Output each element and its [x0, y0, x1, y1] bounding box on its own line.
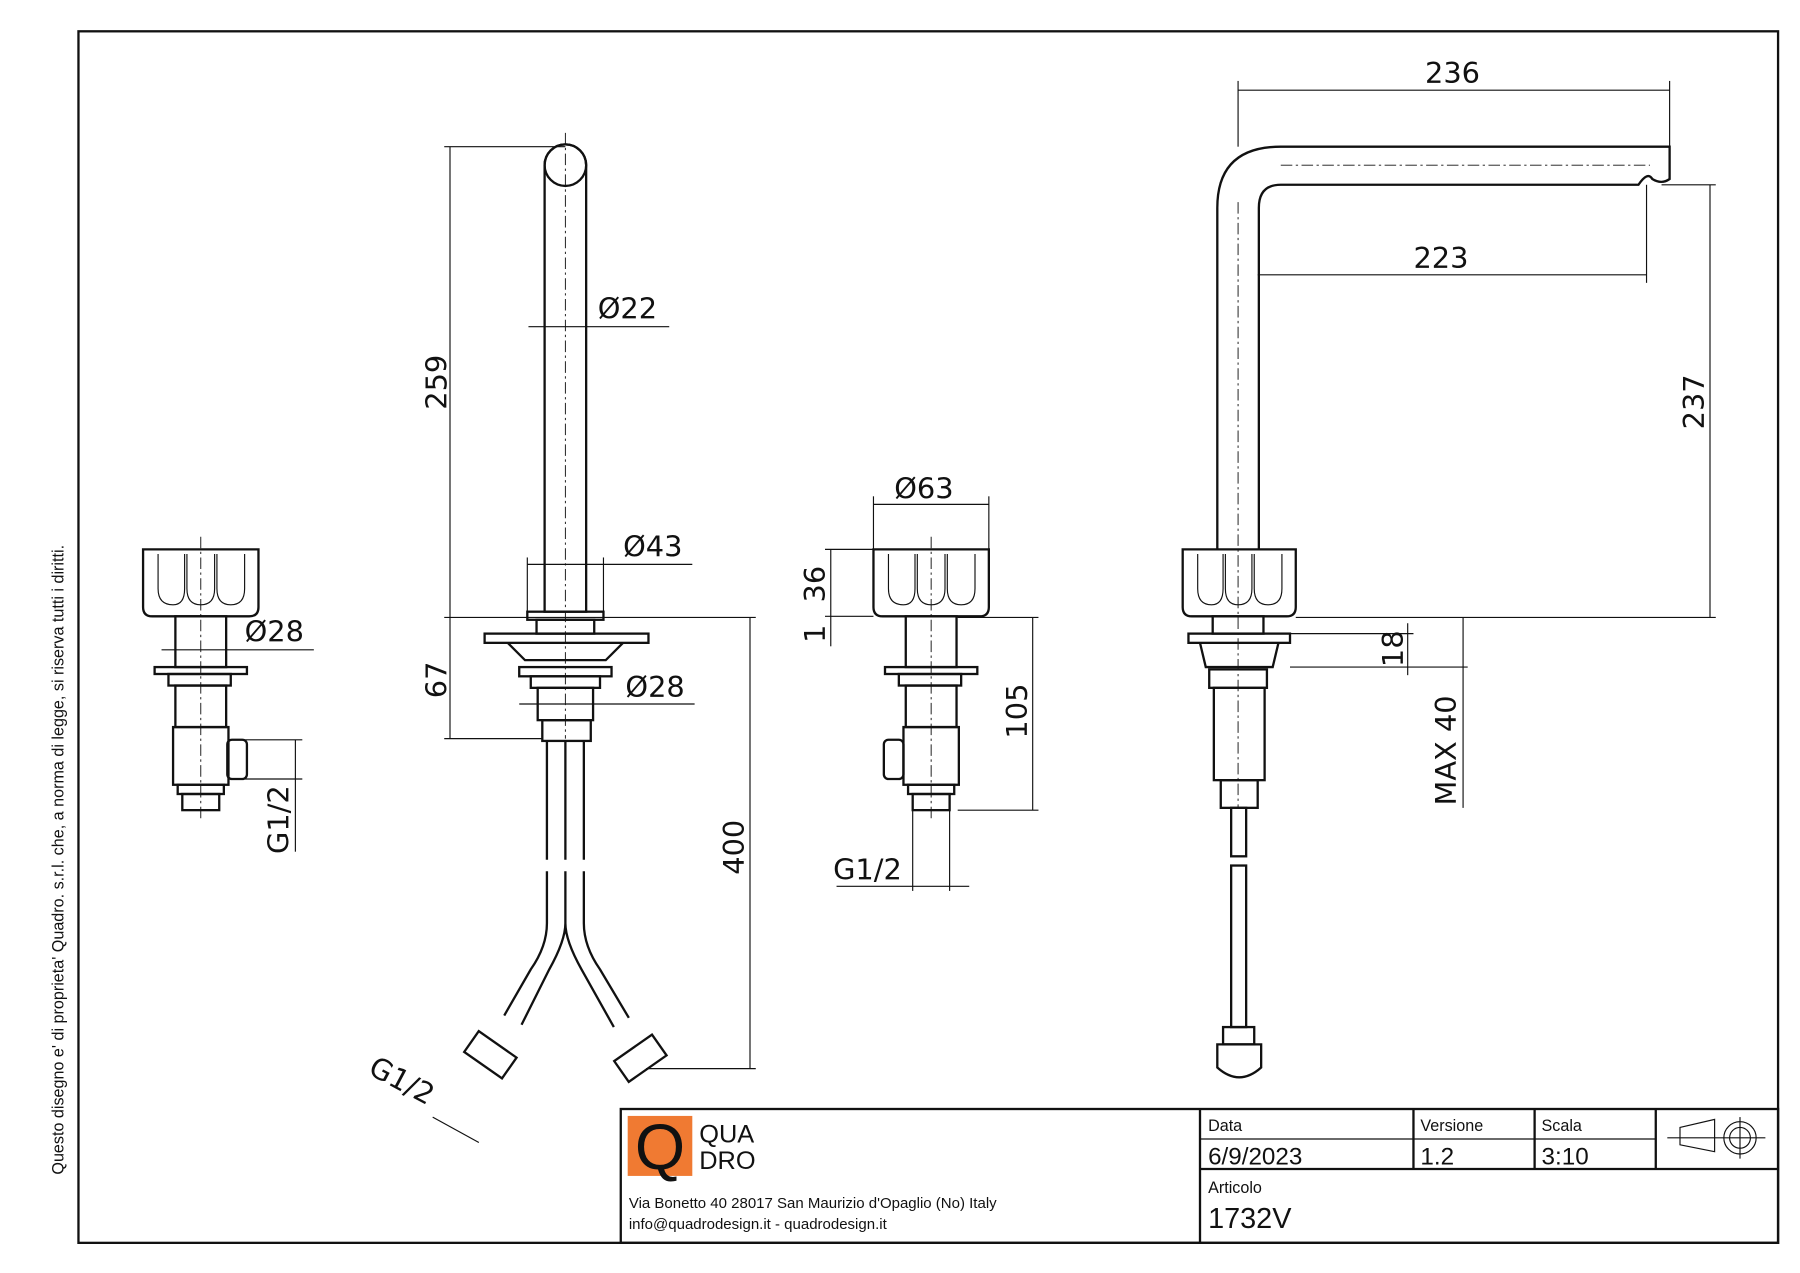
- dim-gap: 1: [798, 625, 832, 643]
- spout-front-view: Ø22 Ø43 Ø28 259 67 400 G1/2: [364, 132, 756, 1143]
- dim-spout-height: 259: [420, 355, 454, 410]
- dim-shank-diameter: Ø28: [625, 670, 684, 704]
- article-label: Articolo: [1208, 1179, 1262, 1197]
- svg-text:QUA: QUA: [699, 1120, 754, 1148]
- dim-left-diameter: Ø28: [245, 615, 304, 649]
- dim-outlet-reach: 223: [1413, 241, 1468, 275]
- drawing-frame: [77, 30, 1780, 1244]
- dim-knob-height: 36: [798, 566, 832, 603]
- dim-base-height: 67: [420, 662, 454, 699]
- left-valve-view: Ø28 G1/2: [141, 536, 314, 854]
- version-value: 1.2: [1420, 1143, 1454, 1170]
- dim-max-deck: MAX 40: [1429, 695, 1463, 805]
- copyright-note: Questo disegno e' di proprieta' Quadro. …: [49, 545, 67, 1175]
- svg-text:Q: Q: [635, 1111, 685, 1183]
- middle-valve-view: Ø63 36 1 105 G1/2: [798, 472, 1039, 891]
- title-block: Q QUA DRO Via Bonetto 40 28017 San Mauri…: [619, 1107, 1780, 1244]
- company-address: Via Bonetto 40 28017 San Maurizio d'Opag…: [629, 1195, 997, 1212]
- dim-shank-length: 105: [1000, 684, 1034, 739]
- dim-flange: 18: [1376, 630, 1410, 667]
- scale-value: 3:10: [1542, 1143, 1589, 1170]
- projection-symbol-icon: [1667, 1117, 1766, 1159]
- dim-middle-thread: G1/2: [833, 852, 902, 886]
- dim-hose-thread: G1/2: [364, 1049, 441, 1111]
- version-label: Versione: [1420, 1117, 1483, 1135]
- date-value: 6/9/2023: [1208, 1143, 1302, 1170]
- quadro-logo: Q QUA DRO: [627, 1111, 756, 1183]
- dim-outlet-height: 237: [1677, 374, 1711, 429]
- dim-base-diameter: Ø43: [623, 529, 682, 563]
- dim-hose-length: 400: [717, 820, 751, 875]
- dim-spout-reach: 236: [1425, 56, 1480, 90]
- scale-label: Scala: [1542, 1117, 1582, 1135]
- dim-tube-diameter: Ø22: [598, 292, 657, 326]
- article-value: 1732V: [1208, 1203, 1292, 1235]
- date-label: Data: [1208, 1117, 1242, 1135]
- dim-left-thread: G1/2: [261, 785, 295, 854]
- company-contact: info@quadrodesign.it - quadrodesign.it: [629, 1216, 888, 1233]
- spout-side-view: 236 223 237 18 MAX 40: [1181, 56, 1716, 1079]
- dim-knob-diameter: Ø63: [894, 472, 953, 506]
- svg-text:DRO: DRO: [699, 1147, 755, 1175]
